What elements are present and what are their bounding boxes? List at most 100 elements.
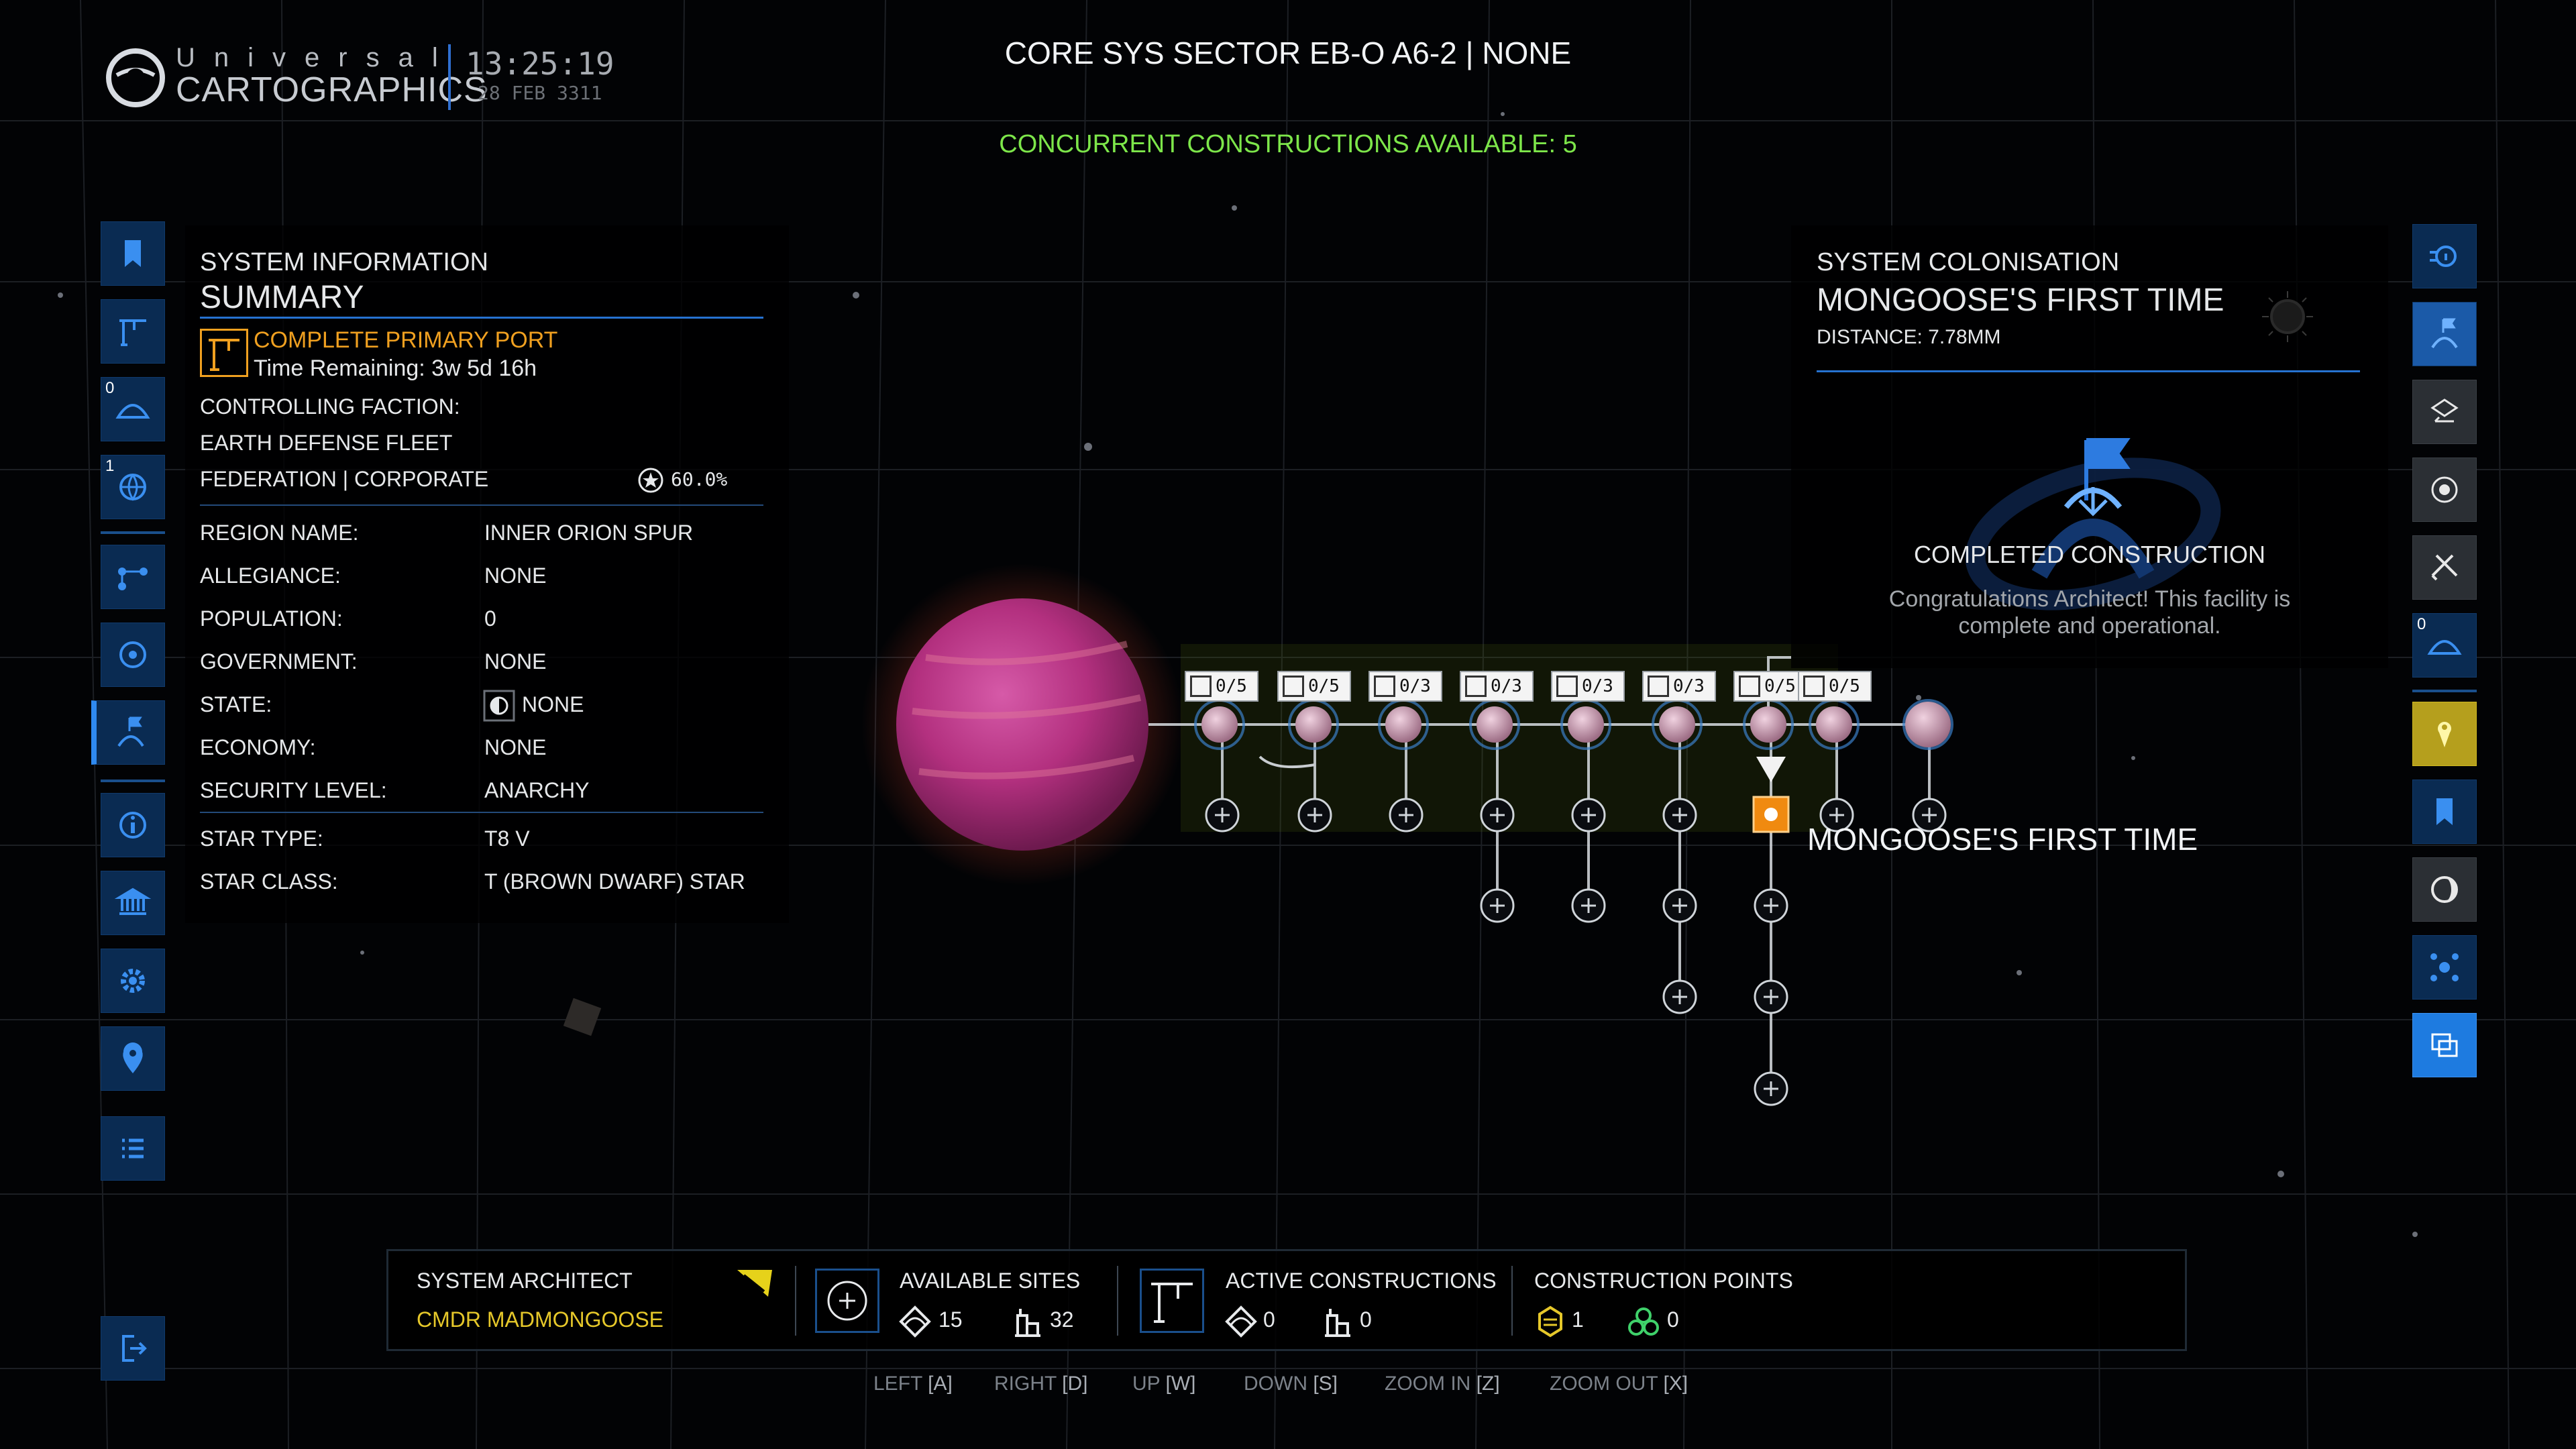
add-construction-site-button[interactable] (1912, 798, 1947, 833)
add-construction-site-button[interactable] (1571, 888, 1606, 923)
add-construction-site-button[interactable] (1297, 798, 1332, 833)
objective-title: COMPLETE PRIMARY PORT (254, 327, 558, 353)
add-construction-site-button[interactable] (1662, 798, 1697, 833)
station-icon (2427, 640, 2462, 655)
add-construction-site-button[interactable] (1819, 798, 1854, 833)
add-construction-site-button[interactable] (1754, 979, 1788, 1014)
info-row-label: POPULATION: (200, 606, 343, 631)
sidebar-bank-button[interactable] (101, 871, 165, 935)
moon-node[interactable] (1659, 706, 1695, 743)
sidebar-bookmark-button[interactable] (101, 221, 165, 286)
sidebar-stations-button[interactable]: 0 (101, 377, 165, 441)
node-slot-count: 0/3 (1399, 676, 1431, 696)
right-system-button[interactable] (2412, 935, 2477, 1000)
add-construction-site-button[interactable] (1571, 798, 1606, 833)
moon-node[interactable] (1816, 706, 1852, 743)
brand-top-text: Universal (176, 43, 457, 72)
node-slot-badge: 0/5 (1733, 671, 1807, 702)
sidebar-construction-button[interactable] (101, 299, 165, 364)
info-row-label: SECURITY LEVEL: (200, 778, 387, 802)
state-icon (483, 690, 515, 722)
add-construction-site-button[interactable] (1754, 888, 1788, 923)
info-row-label: STATE: (200, 692, 272, 716)
key-hint-key: [X] (1663, 1373, 1688, 1395)
bookmark-icon (2436, 798, 2453, 825)
moon-node[interactable] (1295, 706, 1332, 743)
colonisation-divider (1817, 370, 2360, 372)
sidebar-route-button[interactable] (101, 545, 165, 609)
add-construction-site-button[interactable] (1662, 979, 1697, 1014)
right-bookmark-button[interactable] (2412, 780, 2477, 844)
key-hint-key: [W] (1165, 1373, 1196, 1395)
available-orbital-count: 15 (938, 1307, 963, 1332)
sidebar-planets-button[interactable]: 1 (101, 455, 165, 519)
sidebar-location-button[interactable] (101, 1026, 165, 1091)
right-moon-button[interactable] (2412, 857, 2477, 922)
add-construction-site-button[interactable] (1754, 1071, 1788, 1106)
right-info-button[interactable] (2412, 224, 2477, 288)
moon-node[interactable] (1750, 706, 1786, 743)
header-separator (448, 44, 451, 110)
right-stations-button[interactable]: 0 (2412, 613, 2477, 678)
surface-site-icon (1325, 1309, 1350, 1337)
right-orbit-button[interactable] (2412, 458, 2477, 522)
star-row-label: STAR CLASS: (200, 869, 338, 894)
sidebar-colonisation-button[interactable] (91, 700, 165, 765)
sidebar-galaxy-button[interactable] (101, 623, 165, 687)
key-hint-label: LEFT (873, 1373, 922, 1395)
info-row-value: 0 (484, 606, 496, 631)
add-construction-site-button[interactable] (1389, 798, 1424, 833)
key-hint-key: [S] (1313, 1373, 1338, 1395)
panel-subheading: SUMMARY (200, 280, 364, 315)
sidebar-exit-button[interactable] (101, 1316, 165, 1381)
sidebar-settings-button[interactable] (101, 949, 165, 1013)
sidebar-info-button[interactable] (101, 793, 165, 857)
faction-type: FEDERATION | CORPORATE (200, 467, 489, 491)
key-hint-key: [A] (928, 1373, 953, 1395)
moon-node[interactable] (1905, 702, 1951, 747)
moon-node[interactable] (1568, 706, 1604, 743)
star-row-value: T8 V (484, 826, 530, 851)
sidebar-divider (2412, 690, 2477, 692)
list-icon (122, 1138, 144, 1159)
tools-icon (2431, 554, 2458, 581)
right-ship-swap-button[interactable] (2412, 380, 2477, 444)
bar-separator (795, 1266, 796, 1336)
site-building-icon (1374, 676, 1395, 697)
info-row-value: NONE (484, 564, 547, 588)
site-building-icon (1283, 676, 1304, 697)
panel-divider (200, 504, 763, 506)
add-construction-site-button[interactable] (1662, 888, 1697, 923)
moon-node[interactable] (1201, 706, 1238, 743)
moon-node[interactable] (1477, 706, 1513, 743)
node-slot-badge: 0/5 (1798, 671, 1872, 702)
right-tools-button[interactable] (2412, 535, 2477, 600)
orbital-site-icon (1225, 1305, 1257, 1338)
right-pin-button[interactable] (2412, 702, 2477, 766)
brown-dwarf-star[interactable] (896, 598, 1148, 851)
star-thumbnail-icon (2262, 291, 2313, 342)
info-row-label: ECONOMY: (200, 735, 316, 759)
available-sites-label: AVAILABLE SITES (900, 1269, 1081, 1293)
node-slot-count: 0/5 (1308, 676, 1340, 696)
tier2-points-count: 1 (1572, 1307, 1584, 1332)
concurrent-constructions-text: CONCURRENT CONSTRUCTIONS AVAILABLE: 5 (999, 130, 1577, 158)
right-colonisation-button[interactable] (2412, 302, 2477, 366)
bar-separator (1511, 1266, 1513, 1336)
add-construction-site-button[interactable] (1480, 888, 1515, 923)
info-icon (119, 812, 146, 839)
star-row-value: T (BROWN DWARF) STAR (484, 869, 745, 894)
sidebar-list-button[interactable] (101, 1116, 165, 1181)
info-row-label: GOVERNMENT: (200, 649, 358, 674)
add-construction-site-button[interactable] (1205, 798, 1240, 833)
location-pin-icon (123, 1042, 143, 1073)
settings-icon (121, 969, 145, 993)
construction-status-text-1: Congratulations Architect! This facility… (1888, 586, 2291, 612)
add-construction-site-button[interactable] (1480, 798, 1515, 833)
crane-icon (119, 319, 146, 346)
key-hint: ZOOM IN [Z] (1385, 1373, 1500, 1395)
universal-cartographics-logo-icon (106, 48, 165, 107)
moon-node[interactable] (1385, 706, 1421, 743)
station-icon (115, 404, 150, 419)
right-swap-view-button[interactable] (2412, 1013, 2477, 1077)
